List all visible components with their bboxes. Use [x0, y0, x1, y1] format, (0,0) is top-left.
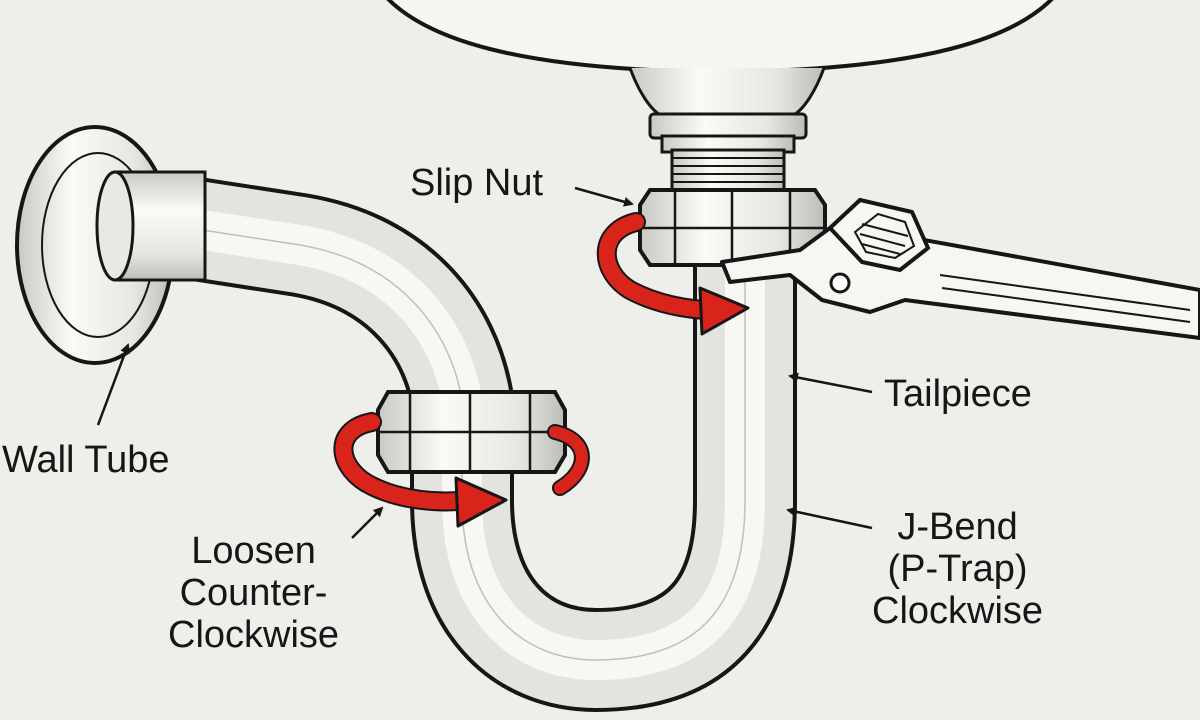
wall-tube-pointer — [96, 343, 130, 426]
sink-basin-icon — [386, 0, 1054, 118]
drain-strainer — [648, 112, 808, 200]
loosen-line-3: Clockwise — [168, 614, 340, 656]
jbend-line-2: (P-Trap) — [887, 548, 1028, 590]
loosen-label: Loosen Counter- Clockwise — [168, 530, 339, 656]
wall-tube-label: Wall Tube — [2, 439, 170, 481]
loosen-line-1: Loosen — [191, 530, 316, 572]
loosen-line-2: Counter- — [179, 572, 328, 614]
rotation-arrow-left-icon — [333, 412, 590, 528]
slip-nut-label: Slip Nut — [410, 162, 544, 204]
pointer-arrows — [96, 186, 873, 539]
slip-nut-pointer — [574, 186, 634, 207]
j-bend-pipe — [162, 173, 797, 712]
adjustable-wrench-icon — [720, 197, 1200, 340]
loosen-pointer — [351, 506, 384, 539]
jbend-pointer — [786, 506, 873, 530]
slip-nut-lower-icon — [376, 390, 567, 474]
slip-nut-upper-icon — [638, 188, 827, 267]
tailpiece-label: Tailpiece — [884, 373, 1032, 415]
tailpiece-pointer — [788, 372, 873, 394]
wall-tube-body — [95, 170, 207, 282]
jbend-line-1: J-Bend — [897, 506, 1018, 548]
jbend-line-3: Clockwise — [872, 590, 1044, 632]
rotation-arrow-right-icon — [596, 212, 750, 336]
jbend-label: J-Bend (P-Trap) Clockwise — [872, 506, 1043, 632]
